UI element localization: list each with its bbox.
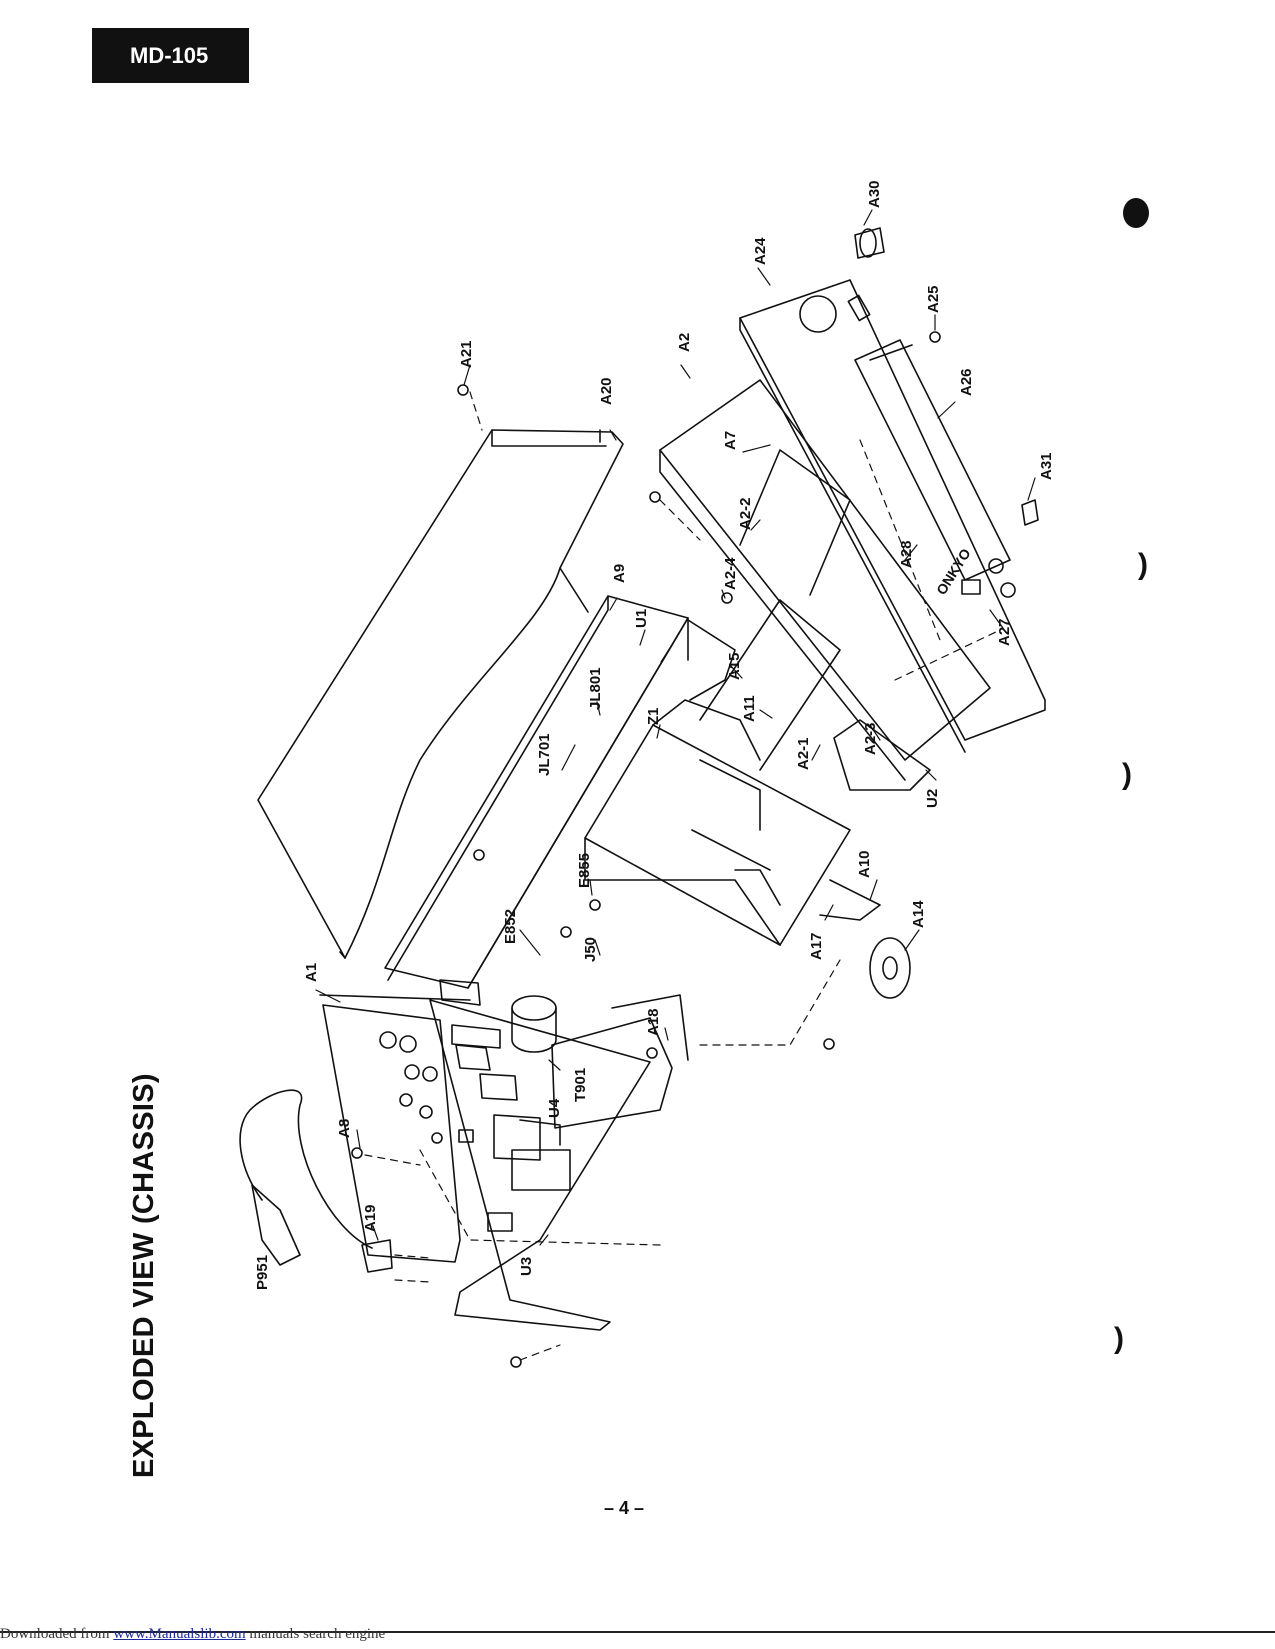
callout-A25: A25 <box>925 285 942 313</box>
binding-hole-mark <box>1123 198 1149 228</box>
leader-lines <box>315 209 1036 1246</box>
front-bracket <box>659 379 991 781</box>
callout-A11: A11 <box>741 695 758 722</box>
callout-J50: J50 <box>582 936 599 962</box>
callout-A21: A21 <box>458 340 475 368</box>
callout-A30: A30 <box>866 180 883 208</box>
callout-A24: A24 <box>752 237 769 265</box>
top-cover <box>257 429 624 959</box>
footer-suffix: manuals search engine <box>245 1626 386 1642</box>
callout-E852: E852 <box>502 908 519 944</box>
callout-U2: U2 <box>924 788 941 808</box>
callout-A17: A17 <box>808 932 825 960</box>
front-panel: ONKYO <box>739 279 1046 753</box>
page-title: EXPLODED VIEW (CHASSIS) <box>128 1073 160 1478</box>
main-pcb <box>429 979 651 1331</box>
callout-A27: A27 <box>996 618 1013 646</box>
footer-rule <box>0 1631 1275 1633</box>
callout-A2-1: A2-1 <box>795 737 812 770</box>
screws <box>351 331 941 1368</box>
callout-JL701: JL701 <box>536 733 553 776</box>
brand-logo: ONKYO <box>933 545 974 597</box>
foot <box>869 937 911 999</box>
binding-hole-mark: ) <box>1122 758 1132 791</box>
callout-A19: A19 <box>362 1204 379 1232</box>
callout-A31: A31 <box>1038 452 1055 480</box>
callout-A28: A28 <box>898 540 915 568</box>
model-number: MD-105 <box>130 42 209 68</box>
knobs <box>854 227 1039 526</box>
footer-prefix: Downloaded from <box>0 1626 114 1642</box>
callout-A26: A26 <box>958 368 975 396</box>
callout-P951: P951 <box>254 1254 271 1290</box>
page-number: – 4 – <box>604 1498 645 1518</box>
callout-A14: A14 <box>910 900 927 928</box>
transformer <box>511 994 689 1129</box>
binding-hole-mark: ) <box>1138 548 1148 581</box>
callout-E855: E855 <box>576 852 593 888</box>
callout-A8: A8 <box>336 1118 353 1138</box>
callout-A2-2: A2-2 <box>737 497 754 530</box>
callout-JL801: JL801 <box>587 667 604 710</box>
assembly-lines <box>364 391 1001 1361</box>
footer: Downloaded from www.Manualslib.com manua… <box>0 1626 385 1643</box>
binding-hole-mark: ) <box>1114 1322 1124 1355</box>
rear-panel <box>322 1004 513 1263</box>
md-mechanism <box>584 699 851 946</box>
footer-link[interactable]: www.Manualslib.com <box>113 1626 246 1642</box>
callout-U4: U4 <box>546 1098 563 1118</box>
callout-T901: T901 <box>572 1067 589 1102</box>
callout-Z1: Z1 <box>645 707 662 725</box>
power-cord <box>239 1089 393 1273</box>
callout-A1: A1 <box>303 962 320 982</box>
callout-A9: A9 <box>611 563 628 583</box>
callout-A18: A18 <box>645 1008 662 1036</box>
callout-A7: A7 <box>722 430 739 450</box>
callout-U1: U1 <box>633 608 650 628</box>
front-pcb <box>833 719 931 791</box>
callout-A20: A20 <box>598 377 615 405</box>
callout-U3: U3 <box>518 1256 535 1276</box>
model-tab: MD-105 <box>92 28 249 83</box>
callout-A15: A15 <box>726 652 743 680</box>
callout-A2-4: A2-4 <box>722 557 739 590</box>
callout-A2-3: A2-3 <box>862 722 879 755</box>
callout-A2: A2 <box>676 332 693 352</box>
callout-A10: A10 <box>856 850 873 878</box>
